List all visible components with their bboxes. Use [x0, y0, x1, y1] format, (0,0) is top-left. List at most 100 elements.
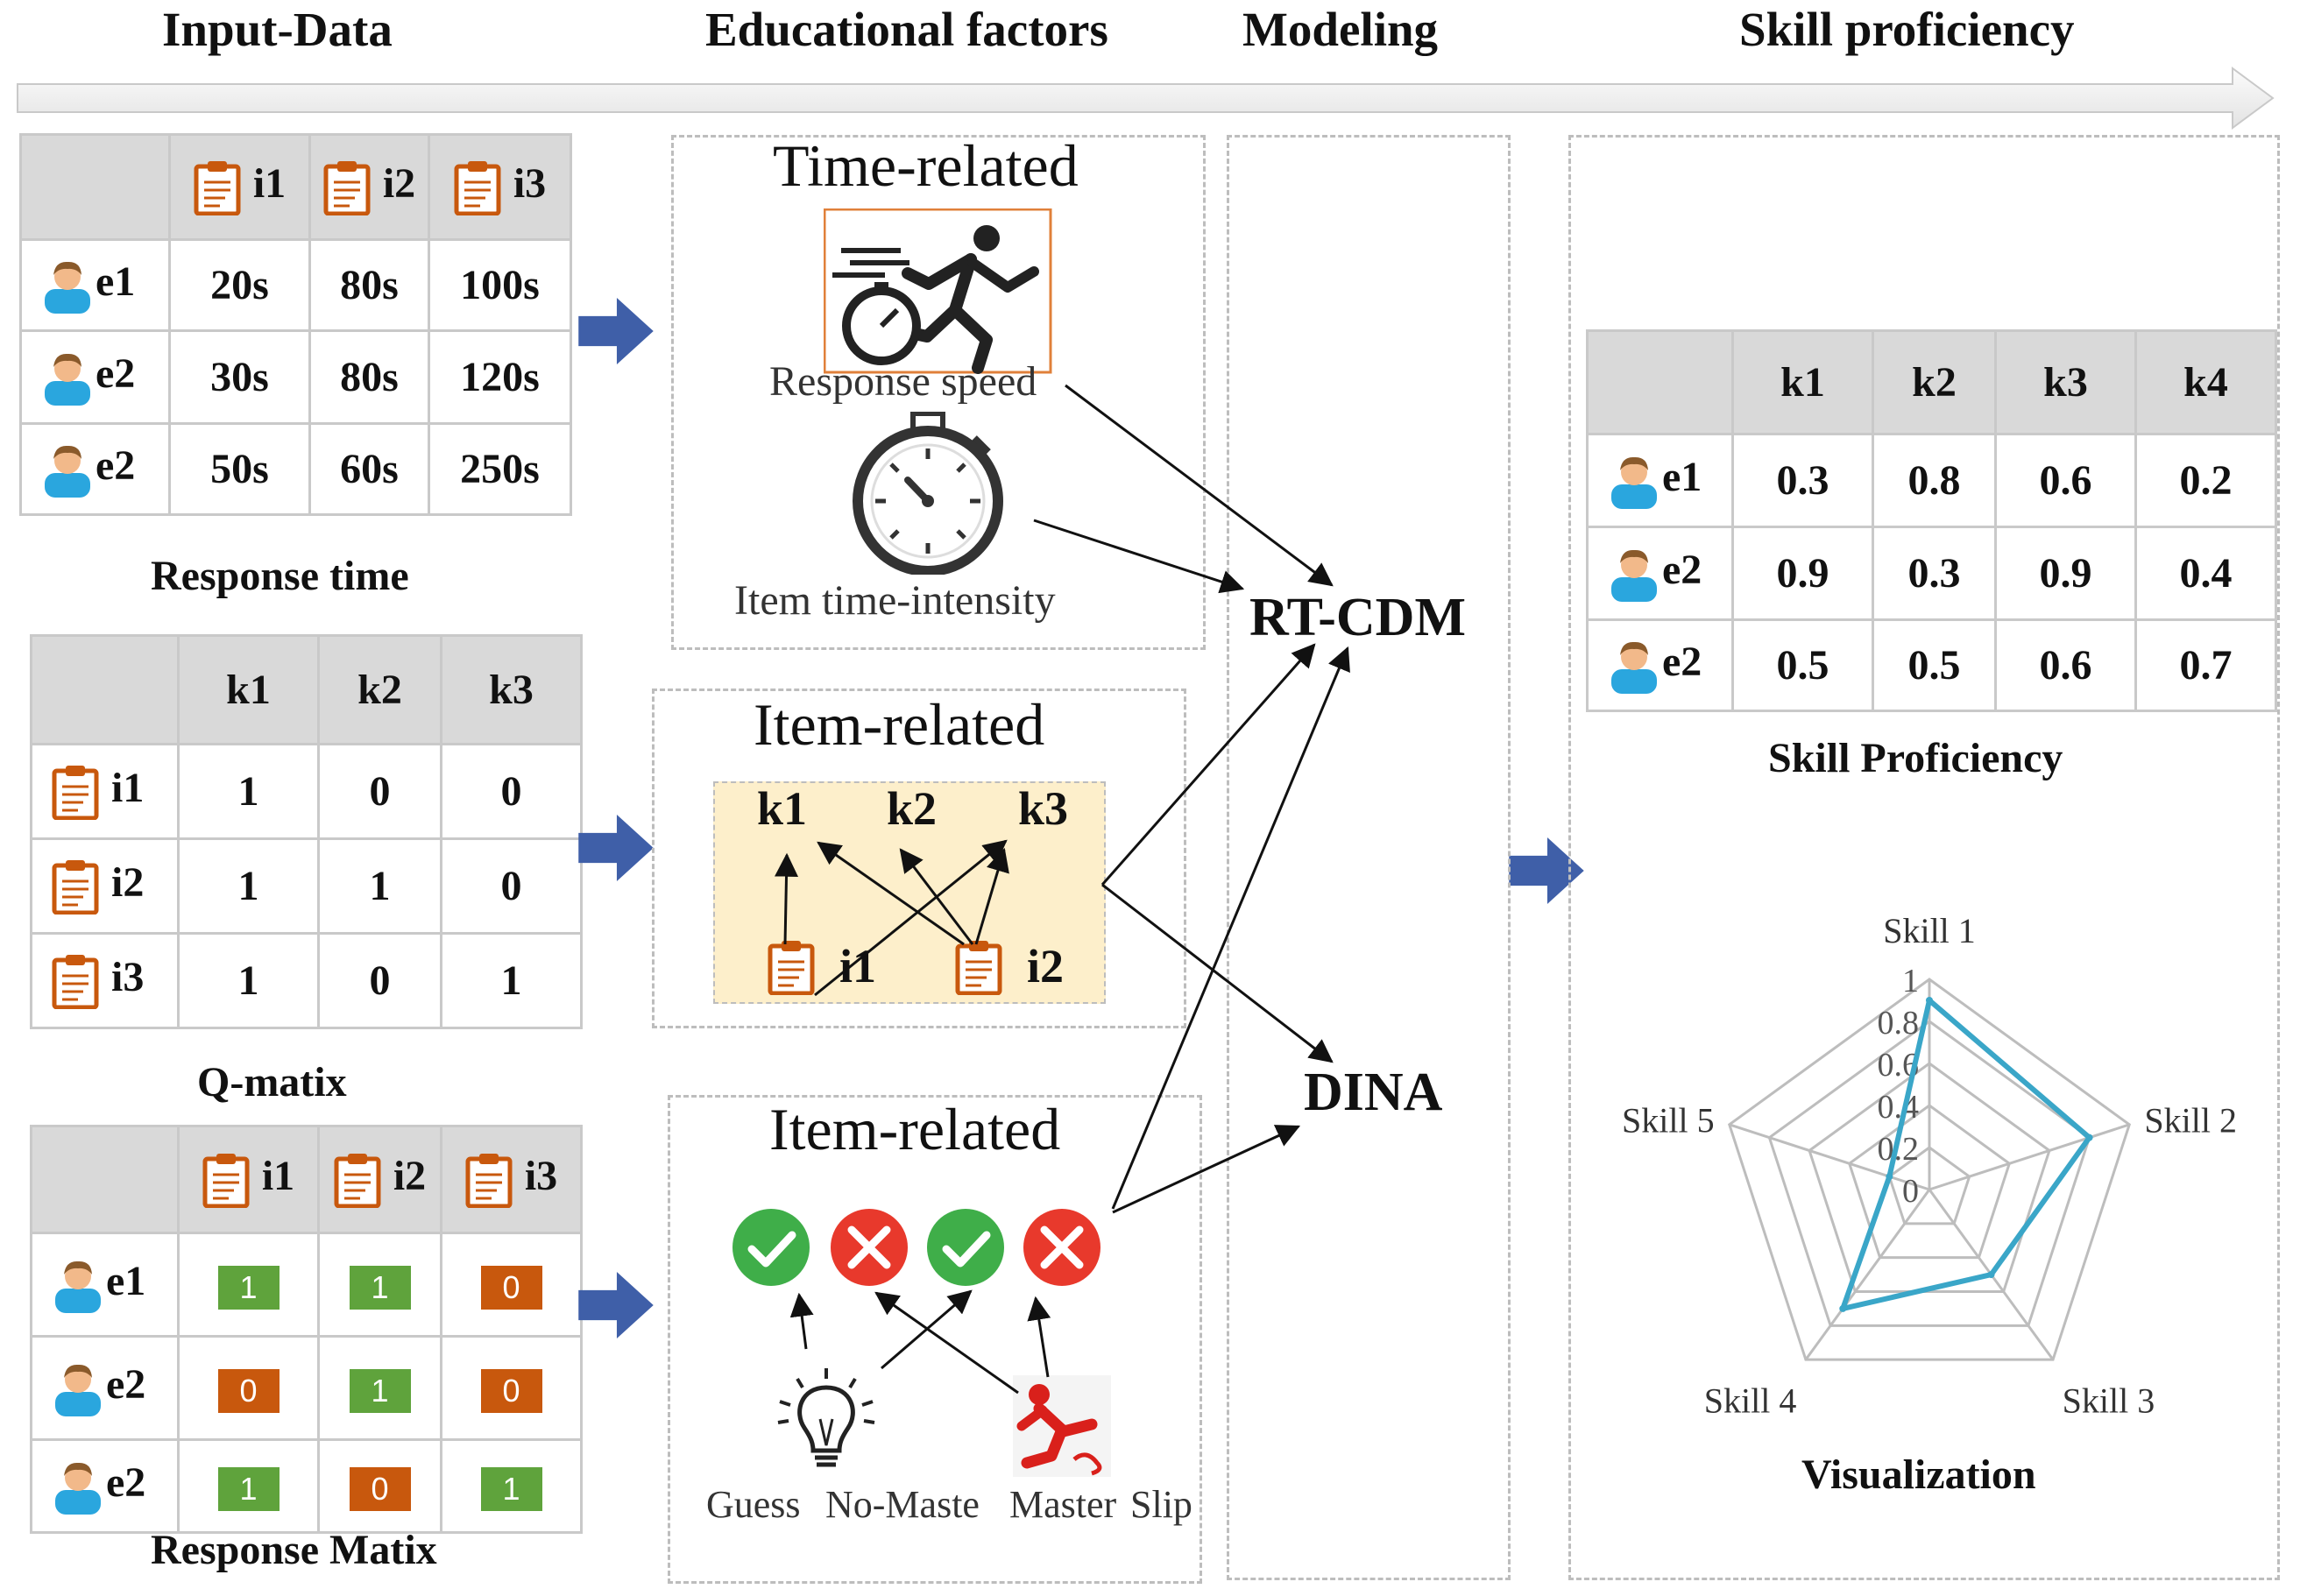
column-header: i2: [308, 133, 430, 241]
radar-grid-ring: [1767, 1020, 2091, 1327]
column-header: i3: [428, 133, 572, 241]
corner-cell: [30, 634, 180, 745]
table-cell: 0.3: [1731, 433, 1874, 528]
column-header: k3: [440, 634, 583, 745]
table-cell: 1: [317, 1232, 442, 1338]
table-cell: 0: [317, 1438, 442, 1534]
response-outcome-icons: [732, 1209, 1100, 1286]
connector-arrow: [814, 839, 1008, 997]
item-related-title: Item-related: [754, 691, 1045, 758]
table-cell: 0.3: [1872, 526, 1997, 621]
connector-arrow: [881, 1289, 973, 1370]
table-row: e2 30s 80s 120s: [19, 329, 572, 425]
item-related-panel: [652, 689, 1186, 1028]
column-header: i2: [317, 1125, 442, 1234]
column-header: k2: [1872, 329, 1997, 435]
incorrect-badge: 0: [217, 1368, 280, 1413]
table-row: e2 50s 60s 250s: [19, 422, 572, 516]
connector-arrow: [1111, 646, 1350, 1210]
no-master-label: No-Maste: [825, 1483, 980, 1526]
radar-point: [1886, 1173, 1893, 1181]
row-header: e2: [1586, 526, 1734, 621]
table-row: e2 0 1 0: [30, 1335, 583, 1441]
connector-arrow: [1112, 1125, 1301, 1214]
cross-icon: [831, 1209, 908, 1286]
header-input-data: Input-Data: [162, 3, 393, 56]
running-person-icon: [824, 208, 1052, 374]
row-header: e2: [30, 1438, 180, 1534]
table-cell: 20s: [168, 238, 311, 332]
row-header: e1: [30, 1232, 180, 1338]
stopwatch-icon: [853, 412, 1003, 575]
correct-badge: 1: [349, 1368, 411, 1413]
radar-axis-label: Skill 2: [2144, 1100, 2237, 1140]
skill-node: k2: [887, 782, 938, 835]
table-cell: 30s: [168, 329, 311, 425]
table-row: i3 1 0 1: [30, 932, 583, 1029]
table-cell: 0: [440, 743, 583, 840]
header-educational-factors: Educational factors: [705, 3, 1108, 56]
table-row: e1 0.3 0.8 0.6 0.2: [1586, 433, 2277, 528]
table-cell: 1: [440, 932, 583, 1029]
row-header: e2: [30, 1335, 180, 1441]
skill-node: k3: [1018, 782, 1069, 835]
row-header: e2: [1586, 618, 1734, 712]
connector-arrow: [1033, 519, 1245, 594]
student-icon: [1608, 638, 1660, 694]
skill-proficiency-table: k1 k2 k3 k4 e1 0.3 0.8 0.6 0.2 e2 0.9 0.…: [1586, 329, 2277, 712]
table-cell: 0: [440, 837, 583, 935]
table-cell: 0: [440, 1335, 583, 1441]
radar-tick-label: 0.8: [1878, 1005, 1920, 1042]
connector-arrow: [899, 848, 974, 945]
response-time-caption: Response time: [151, 553, 409, 599]
header-skill-proficiency: Skill proficiency: [1739, 3, 2075, 56]
corner-cell: [30, 1125, 180, 1234]
radar-tick-label: 0: [1902, 1173, 1919, 1210]
table-cell: 0.2: [2134, 433, 2277, 528]
row-header: i3: [30, 932, 180, 1029]
incorrect-badge: 0: [349, 1466, 411, 1511]
pipeline-arrow: [17, 67, 2275, 130]
master-label: Master: [1009, 1483, 1117, 1526]
corner-cell: [19, 133, 171, 241]
correct-badge: 1: [349, 1265, 411, 1310]
table-cell: 1: [177, 932, 320, 1029]
radar-spoke: [1729, 1123, 1930, 1191]
table-cell: 1: [177, 1232, 320, 1338]
response-matrix-table: i1 i2 i3 e1 1 1 0 e2 0 1 0 e2 1 0 1: [30, 1125, 583, 1534]
incorrect-badge: 0: [480, 1368, 542, 1413]
table-cell: 1: [177, 1438, 320, 1534]
table-row: e2 0.9 0.3 0.9 0.4: [1586, 526, 2277, 621]
student-icon: [1608, 453, 1660, 509]
table-cell: 0.4: [2134, 526, 2277, 621]
item-related-response-title: Item-related: [769, 1096, 1061, 1162]
correct-badge: 1: [217, 1265, 280, 1310]
corner-cell: [1586, 329, 1734, 435]
column-header: k1: [1731, 329, 1874, 435]
check-icon: [732, 1209, 810, 1286]
radar-point: [1839, 1304, 1847, 1312]
q-matrix-table: k1 k2 k3 i1 1 0 0 i2 1 1 0 i3 1 0 1: [30, 634, 583, 1029]
skill-node: k1: [757, 782, 808, 835]
table-cell: 60s: [308, 422, 430, 516]
radar-point: [1926, 997, 1933, 1004]
column-header: i3: [440, 1125, 583, 1234]
radar-spoke: [1804, 1189, 1931, 1361]
table-cell: 100s: [428, 238, 572, 332]
column-header: k1: [177, 634, 320, 745]
row-header: e2: [19, 329, 171, 425]
table-cell: 1: [177, 837, 320, 935]
table-cell: 1: [317, 837, 442, 935]
check-icon: [927, 1209, 1004, 1286]
slip-label: Slip: [1130, 1483, 1192, 1526]
column-header: i1: [177, 1125, 320, 1234]
table-cell: 80s: [308, 238, 430, 332]
radar-grid-ring: [1887, 1146, 1971, 1225]
radar-series-line: [1840, 998, 2092, 1311]
table-cell: 50s: [168, 422, 311, 516]
table-cell: 0: [317, 932, 442, 1029]
table-row: e2 1 0 1: [30, 1438, 583, 1534]
radar-tick-label: 1: [1902, 963, 1919, 999]
q-matrix-caption: Q-matix: [197, 1059, 347, 1105]
